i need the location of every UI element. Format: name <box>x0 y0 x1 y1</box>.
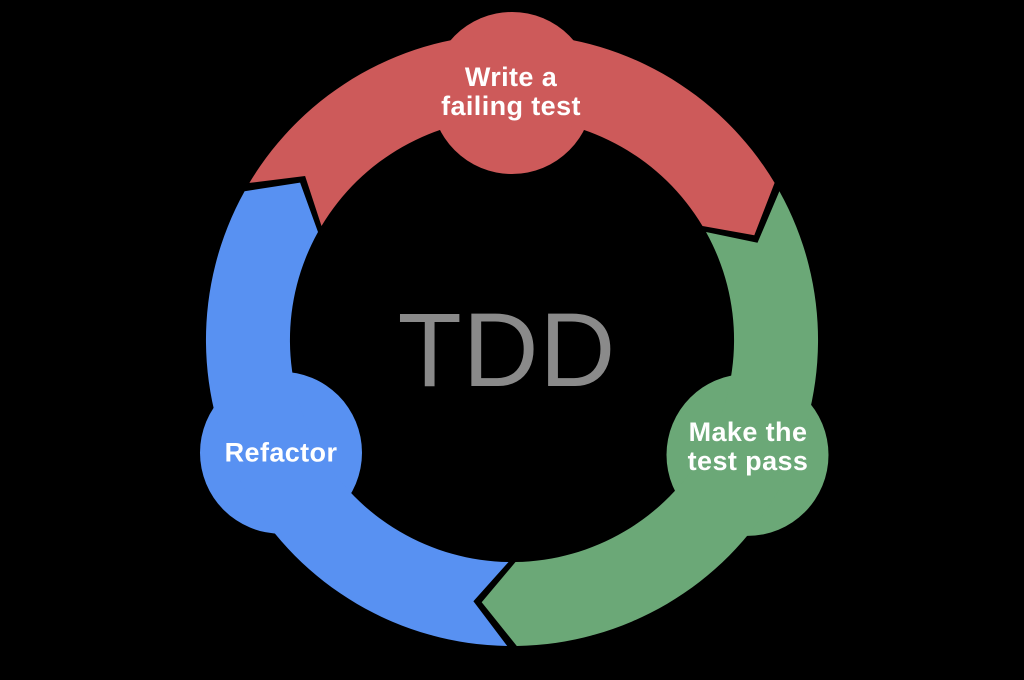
segment-arrow-write-failing-test <box>249 33 775 236</box>
segment-arrow-make-test-pass <box>481 191 819 646</box>
segment-label-line: Write a <box>465 62 558 92</box>
diagram-title: TDD <box>398 292 617 409</box>
segment-label-refactor: Refactor <box>225 437 338 467</box>
segment-label-line: failing test <box>441 91 581 121</box>
segment-label-line: Make the <box>689 417 808 447</box>
segment-label-line: test pass <box>688 446 809 476</box>
segment-label-line: Refactor <box>225 437 338 467</box>
segment-arrow-refactor <box>205 182 509 646</box>
segment-refactor: Refactor <box>200 182 509 646</box>
